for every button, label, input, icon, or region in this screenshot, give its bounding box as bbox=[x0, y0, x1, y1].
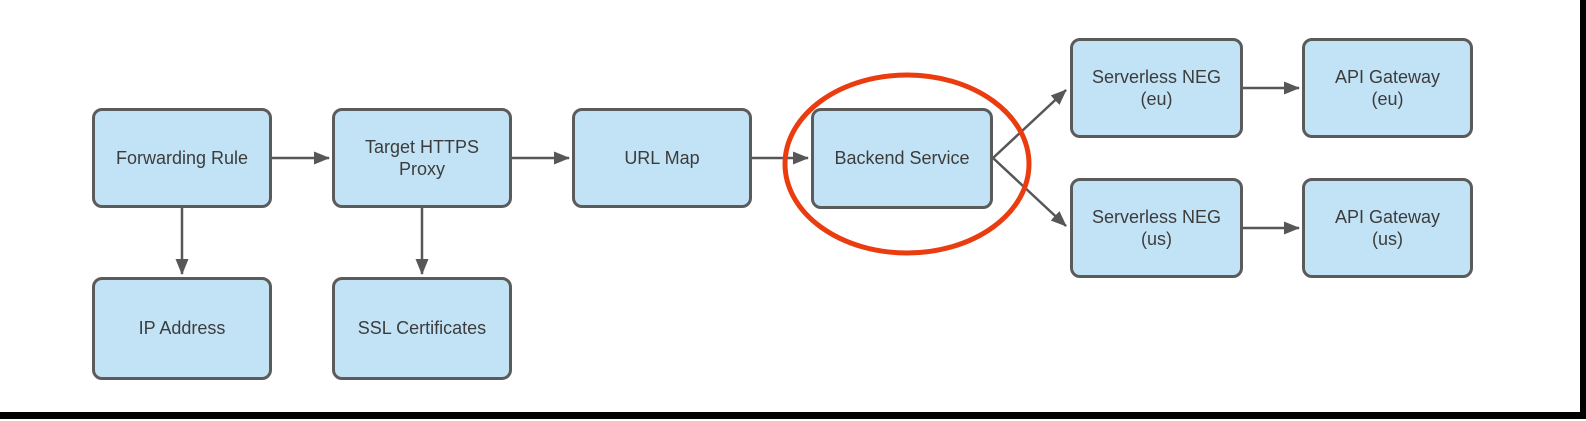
node-ip-address-label: IP Address bbox=[138, 318, 226, 339]
node-ssl-certificates: SSL Certificates bbox=[332, 277, 512, 380]
node-url-map-label: URL Map bbox=[624, 147, 700, 168]
node-api-gateway-us-label: API Gateway (us) bbox=[1334, 206, 1441, 250]
node-serverless-neg-us: Serverless NEG (us) bbox=[1070, 178, 1243, 278]
node-url-map: URL Map bbox=[572, 108, 752, 208]
edge-backend-to-negeu bbox=[992, 89, 1067, 159]
node-backend-service: Backend Service bbox=[811, 108, 993, 209]
node-serverless-neg-us-label: Serverless NEG (us) bbox=[1091, 206, 1222, 250]
node-backend-service-label: Backend Service bbox=[834, 148, 970, 169]
node-ip-address: IP Address bbox=[92, 277, 272, 380]
page-frame-border-right bbox=[1580, 0, 1586, 419]
node-api-gateway-us: API Gateway (us) bbox=[1302, 178, 1473, 278]
node-api-gateway-eu-label: API Gateway (eu) bbox=[1334, 66, 1441, 110]
edge-backend-to-negus bbox=[992, 157, 1067, 227]
backend-service-highlight-circle bbox=[782, 72, 1032, 256]
node-forwarding-rule: Forwarding Rule bbox=[92, 108, 272, 208]
node-ssl-certificates-label: SSL Certificates bbox=[357, 318, 487, 339]
node-serverless-neg-eu: Serverless NEG (eu) bbox=[1070, 38, 1243, 138]
node-serverless-neg-eu-label: Serverless NEG (eu) bbox=[1091, 66, 1222, 110]
node-api-gateway-eu: API Gateway (eu) bbox=[1302, 38, 1473, 138]
node-target-https-proxy-label: Target HTTPS Proxy bbox=[364, 136, 480, 180]
page-frame-border-bottom bbox=[0, 412, 1586, 419]
node-target-https-proxy: Target HTTPS Proxy bbox=[332, 108, 512, 208]
node-forwarding-rule-label: Forwarding Rule bbox=[115, 147, 249, 168]
